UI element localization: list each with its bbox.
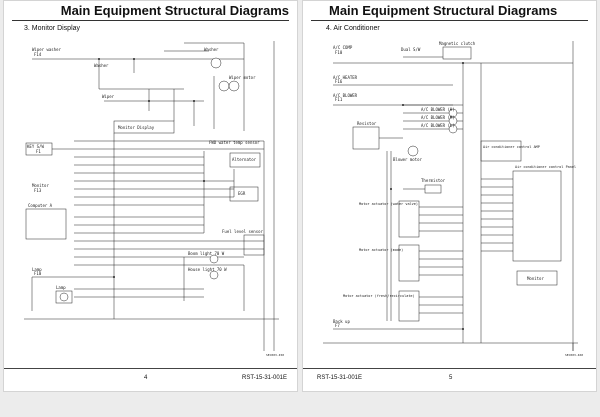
label-lamp-fuse: F10 [34, 271, 42, 276]
wiring-diagram-air-conditioner: A/C COMP F10 Dual S/W Magnetic clutch A/… [323, 41, 583, 357]
label-monitor: Monitor [527, 276, 544, 281]
label-monitor-fuse: F13 [34, 188, 42, 193]
label-ac-blower-fuse: F11 [335, 97, 343, 102]
label-ac-control-panel: Air conditioner control Panel [515, 165, 576, 169]
label-dual-sw: Dual S/W [401, 47, 421, 52]
label-resistor: Resistor [357, 121, 377, 126]
label-actuator-water-valve: Motor actuator (water valve) [359, 202, 418, 206]
label-monitor-display: Monitor Display [118, 125, 155, 130]
label-wiper: Wiper [102, 94, 115, 99]
figure-code: SEC003-460 [565, 353, 583, 357]
title-rule [311, 20, 588, 21]
label-actuator-fresh: Motor actuator (fresh/recirculate) [343, 294, 415, 298]
label-fwd-water-temp: FWD water temp sensor [209, 140, 260, 145]
label-fuel-level-sensor: Fuel level sensor [222, 229, 264, 234]
label-boom-light: Boom light 70 W [188, 251, 225, 256]
section-title: 4. Air Conditioner [326, 25, 380, 32]
wiring-diagram-monitor-display: Wiper washer F14 Washer Washer Wiper mot… [24, 41, 284, 357]
page-footer: RST-15-31-001E 5 [303, 368, 596, 391]
label-magnetic-clutch: Magnetic clutch [439, 41, 476, 46]
label-house-light: House light 70 W [188, 267, 227, 272]
doc-code: RST-15-31-001E [242, 375, 288, 381]
label-actuator-mode: Motor actuator (mode) [359, 248, 403, 252]
label-ac-blower-h: A/C BLOWER (H) [421, 107, 455, 112]
page-title: Main Equipment Structural Diagrams [60, 3, 289, 18]
label-ac-heater-fuse: F16 [335, 79, 343, 84]
page-number: 5 [449, 375, 453, 381]
right-page: Main Equipment Structural Diagrams 4. Ai… [302, 0, 597, 392]
label-wiper-washer-fuse: F14 [34, 52, 42, 57]
label-key-sw-fuse: F1 [36, 149, 41, 154]
label-ac-comp: A/C COMP [333, 45, 353, 50]
label-washer: Washer [94, 63, 109, 68]
label-ac-comp-fuse: F10 [335, 50, 343, 55]
page-title: Main Equipment Structural Diagrams [329, 3, 558, 18]
page-footer: 4 RST-15-31-001E [4, 368, 297, 391]
label-lamp: Lamp [32, 267, 42, 272]
title-rule [12, 20, 289, 21]
label-blower-motor: Blower motor [393, 157, 422, 162]
label-wiper-washer: Wiper washer [32, 47, 61, 52]
label-ac-blower-l: A/C BLOWER (L) [421, 123, 455, 128]
label-ac-blower: A/C BLOWER [333, 93, 358, 98]
label-ac-heater: A/C HEATER [333, 75, 358, 80]
label-back-up-fuse: F7 [335, 323, 340, 328]
label-monitor: Monitor [32, 183, 49, 188]
label-wiper-motor: Wiper motor [229, 75, 256, 80]
left-page: Main Equipment Structural Diagrams 3. Mo… [3, 0, 298, 392]
section-title: 3. Monitor Display [24, 25, 81, 32]
label-thermistor: Thermistor [421, 178, 446, 183]
label-ac-control-amp: Air conditioner control AMP [483, 145, 540, 149]
label-ac-blower-m: A/C BLOWER (M) [421, 115, 455, 120]
label-alternator: Alternator [232, 157, 257, 162]
label-washer-motor: Washer [204, 47, 219, 52]
label-computer-a: Computer A [28, 203, 53, 208]
label-egr: EGR [238, 191, 246, 196]
label-key-sw: KEY S/W [27, 144, 44, 149]
figure-code: SEC003-450 [266, 353, 284, 357]
doc-code: RST-15-31-001E [317, 375, 363, 381]
label-lamp-relay: Lamp [56, 285, 66, 290]
label-back-up: Back up [333, 319, 350, 324]
page-number: 4 [144, 375, 148, 381]
